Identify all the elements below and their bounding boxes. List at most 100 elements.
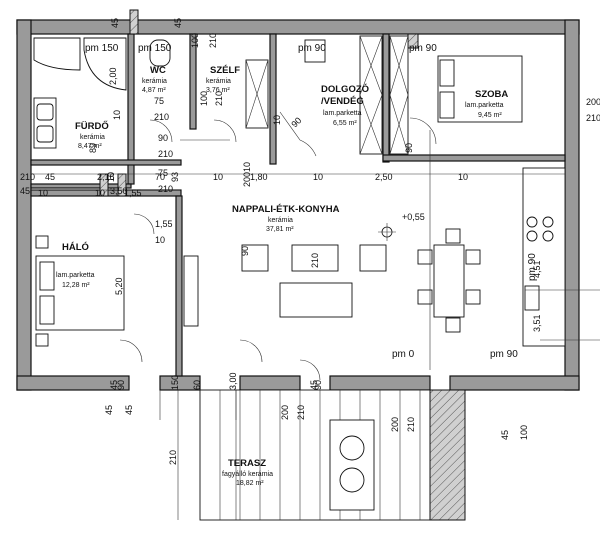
svg-text:pm 90: pm 90 bbox=[490, 349, 518, 360]
dimension-label: 1,55 bbox=[124, 188, 142, 198]
dimension-label: 45 bbox=[124, 405, 134, 415]
dimension-label: 90 bbox=[289, 115, 303, 129]
dimension-label: 3,51 bbox=[532, 314, 542, 332]
dimension-lines bbox=[31, 130, 600, 520]
svg-text:3,76 m²: 3,76 m² bbox=[206, 87, 230, 94]
svg-text:kerámia: kerámia bbox=[80, 134, 105, 141]
svg-text:9,45 m²: 9,45 m² bbox=[478, 112, 502, 119]
room-name-wc: WC bbox=[150, 65, 166, 76]
room-name-nappali: NAPPALI-ÉTK-KONYHA bbox=[232, 204, 340, 215]
dimension-label: 210 bbox=[586, 113, 600, 123]
dimension-label: 90 bbox=[404, 143, 414, 153]
room-name-halo: HÁLÓ bbox=[62, 241, 89, 253]
svg-text:pm 150: pm 150 bbox=[138, 43, 172, 54]
dimension-label: 200 bbox=[390, 417, 400, 432]
svg-text:4,87 m²: 4,87 m² bbox=[142, 87, 166, 94]
dimension-label: 210 bbox=[168, 450, 178, 465]
dimension-label: 45 bbox=[173, 18, 183, 28]
svg-text:pm 150: pm 150 bbox=[85, 43, 119, 54]
dimension-label: 210 bbox=[208, 33, 218, 48]
dimension-label: 1,55 bbox=[155, 219, 173, 229]
level-marker bbox=[378, 223, 396, 241]
dimension-label: 10 bbox=[155, 235, 165, 245]
svg-text:pm 0: pm 0 bbox=[392, 349, 415, 360]
column bbox=[129, 9, 139, 35]
door-swings bbox=[119, 111, 437, 381]
svg-text:pm 90: pm 90 bbox=[527, 253, 538, 281]
dimension-label: 210 bbox=[20, 172, 35, 182]
dimension-label: 10 bbox=[112, 110, 122, 120]
dimension-label: 90 bbox=[240, 246, 250, 256]
dimension-label: 45 bbox=[309, 380, 319, 390]
dimension-label: 10 bbox=[95, 188, 105, 198]
dimension-label: 75 bbox=[158, 168, 168, 178]
outer-walls bbox=[16, 19, 580, 391]
svg-text:pm 90: pm 90 bbox=[298, 43, 326, 54]
dimension-label: 210 bbox=[296, 405, 306, 420]
dimension-label: 2,16 bbox=[97, 172, 115, 182]
level-label: +0,55 bbox=[402, 212, 425, 222]
dimension-label: 5,20 bbox=[114, 277, 124, 295]
room-labels: FÜRDŐ kerámia 8,47 m² WC kerámia 4,87 m²… bbox=[56, 65, 508, 487]
dimension-label: 100 bbox=[199, 91, 209, 106]
dimension-label: 1,80 bbox=[250, 172, 268, 182]
dimension-label: 2,50 bbox=[375, 172, 393, 182]
svg-text:18,82 m²: 18,82 m² bbox=[236, 480, 264, 487]
svg-text:8,47 m²: 8,47 m² bbox=[78, 143, 102, 150]
dimension-label: 10 bbox=[313, 172, 323, 182]
svg-text:lam.parketta: lam.parketta bbox=[323, 110, 362, 117]
svg-text:kerámia: kerámia bbox=[206, 78, 231, 85]
svg-text:kerámia: kerámia bbox=[142, 78, 167, 85]
svg-text:12,28 m²: 12,28 m² bbox=[62, 282, 90, 289]
svg-text:kerámia: kerámia bbox=[268, 217, 293, 224]
dimension-label: 89 bbox=[88, 143, 98, 153]
dimension-label: 10 bbox=[458, 172, 468, 182]
inner-walls bbox=[30, 33, 566, 377]
dimension-label: 45 bbox=[110, 18, 120, 28]
dimension-label: 210 bbox=[406, 417, 416, 432]
svg-text:fagyálló kerámia: fagyálló kerámia bbox=[222, 471, 273, 478]
dimension-label: 200 bbox=[280, 405, 290, 420]
dimension-label: 3,00 bbox=[228, 372, 238, 390]
bathroom-fixtures bbox=[33, 37, 326, 149]
dimension-label: 100 bbox=[190, 33, 200, 48]
furniture bbox=[35, 55, 566, 347]
dimension-label: 210 bbox=[154, 112, 169, 122]
dimension-label: 45 bbox=[500, 430, 510, 440]
dimension-label: 45 bbox=[20, 186, 30, 196]
dimension-label: 200 bbox=[242, 172, 252, 187]
dimension-label: 10 bbox=[272, 115, 282, 125]
room-name-szoba: SZOBA bbox=[475, 89, 508, 100]
dimension-label: 210 bbox=[158, 184, 173, 194]
svg-text:pm 90: pm 90 bbox=[409, 43, 437, 54]
dimension-label: 60 bbox=[192, 380, 202, 390]
dimension-label: 70 bbox=[155, 172, 165, 182]
room-name-terasz: TERASZ bbox=[228, 458, 266, 469]
svg-text:lam.parketta: lam.parketta bbox=[465, 102, 504, 109]
svg-text:6,55 m²: 6,55 m² bbox=[333, 120, 357, 127]
dimension-label: 3,50 bbox=[110, 186, 128, 196]
dimension-label: 90 bbox=[313, 380, 323, 390]
dimension-label: 100 bbox=[519, 425, 529, 440]
svg-text:37,81 m²: 37,81 m² bbox=[266, 226, 294, 233]
terrace bbox=[199, 389, 466, 521]
dimension-label: 90 bbox=[116, 380, 126, 390]
room-name-szelf: SZÉLF bbox=[210, 65, 240, 76]
dimension-label: 45 bbox=[104, 405, 114, 415]
room-name-dolgozo: DOLGOZÓ bbox=[321, 83, 369, 95]
dimension-label: 10 bbox=[106, 172, 116, 182]
dimension-label: 45 bbox=[45, 172, 55, 182]
dimension-label: 210 bbox=[310, 253, 320, 268]
dimension-label: 93 bbox=[170, 172, 180, 182]
wardrobe bbox=[245, 35, 409, 155]
dimension-label: 210 bbox=[158, 149, 173, 159]
svg-text:/VENDÉG: /VENDÉG bbox=[321, 96, 364, 107]
dimension-label: 150 bbox=[170, 375, 180, 390]
room-name-furdo: FÜRDŐ bbox=[75, 120, 109, 132]
pm-labels: pm 150 pm 150 pm 90 pm 90 pm 0 pm 90 pm … bbox=[85, 43, 538, 360]
dimension-label: 210 bbox=[214, 91, 224, 106]
dimension-label: 10 bbox=[38, 188, 48, 198]
dimension-label: 10 bbox=[242, 162, 252, 172]
